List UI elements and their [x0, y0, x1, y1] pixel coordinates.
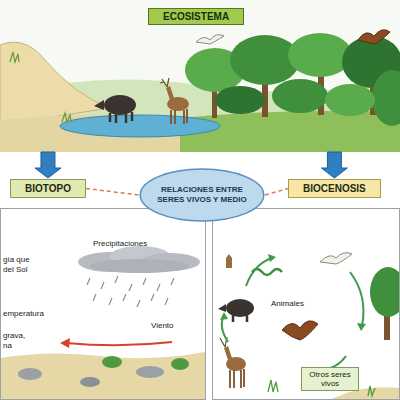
cycle-arrowheads [220, 254, 366, 377]
node-text: Otros seres vivos [306, 370, 354, 388]
biotope-panel: gía que del Sol Precipitaciones emperatura… [0, 208, 206, 400]
connector [35, 152, 61, 178]
down-arrow [321, 152, 347, 178]
connector [321, 152, 347, 178]
node-text: BIOCENOSIS [303, 183, 366, 194]
landscape [0, 0, 400, 152]
connector [86, 189, 139, 196]
energy-label: gía que del Sol [3, 255, 37, 274]
wind-label: Viento [151, 321, 174, 331]
biotopo-art [0, 246, 205, 400]
ecosystem-title: ECOSISTEMA [148, 8, 244, 25]
biocenosis-label: BIOCENOSIS [288, 179, 381, 198]
animals-label: Animales [271, 299, 304, 309]
ellipse-outline [140, 169, 263, 221]
ecosystem-band: ECOSISTEMA [0, 0, 400, 152]
dashed-link [86, 189, 139, 196]
biocenosis-panel: AnimalesOtros seres vivos [212, 208, 400, 400]
trees [185, 33, 400, 126]
boar [94, 95, 136, 123]
precipitation-label: Precipitaciones [93, 239, 147, 249]
deer [160, 78, 189, 124]
temperature-label: emperatura [3, 309, 44, 319]
soil-label: grava, na [3, 331, 31, 350]
biotope-label: BIOTOPO [10, 179, 86, 198]
relations-ellipse: RELACIONES ENTRE SERES VIVOS Y MEDIO [139, 168, 265, 222]
other-beings-box: Otros seres vivos [301, 367, 359, 391]
node-text: RELACIONES ENTRE SERES VIVOS Y MEDIO [156, 185, 248, 204]
dashed-link [265, 189, 288, 196]
birds [196, 30, 390, 44]
down-arrow [35, 152, 61, 178]
biocenosis-art [218, 253, 400, 400]
cycle-arrows [222, 258, 364, 372]
node-text: BIOTOPO [25, 183, 71, 194]
connector [265, 189, 288, 196]
